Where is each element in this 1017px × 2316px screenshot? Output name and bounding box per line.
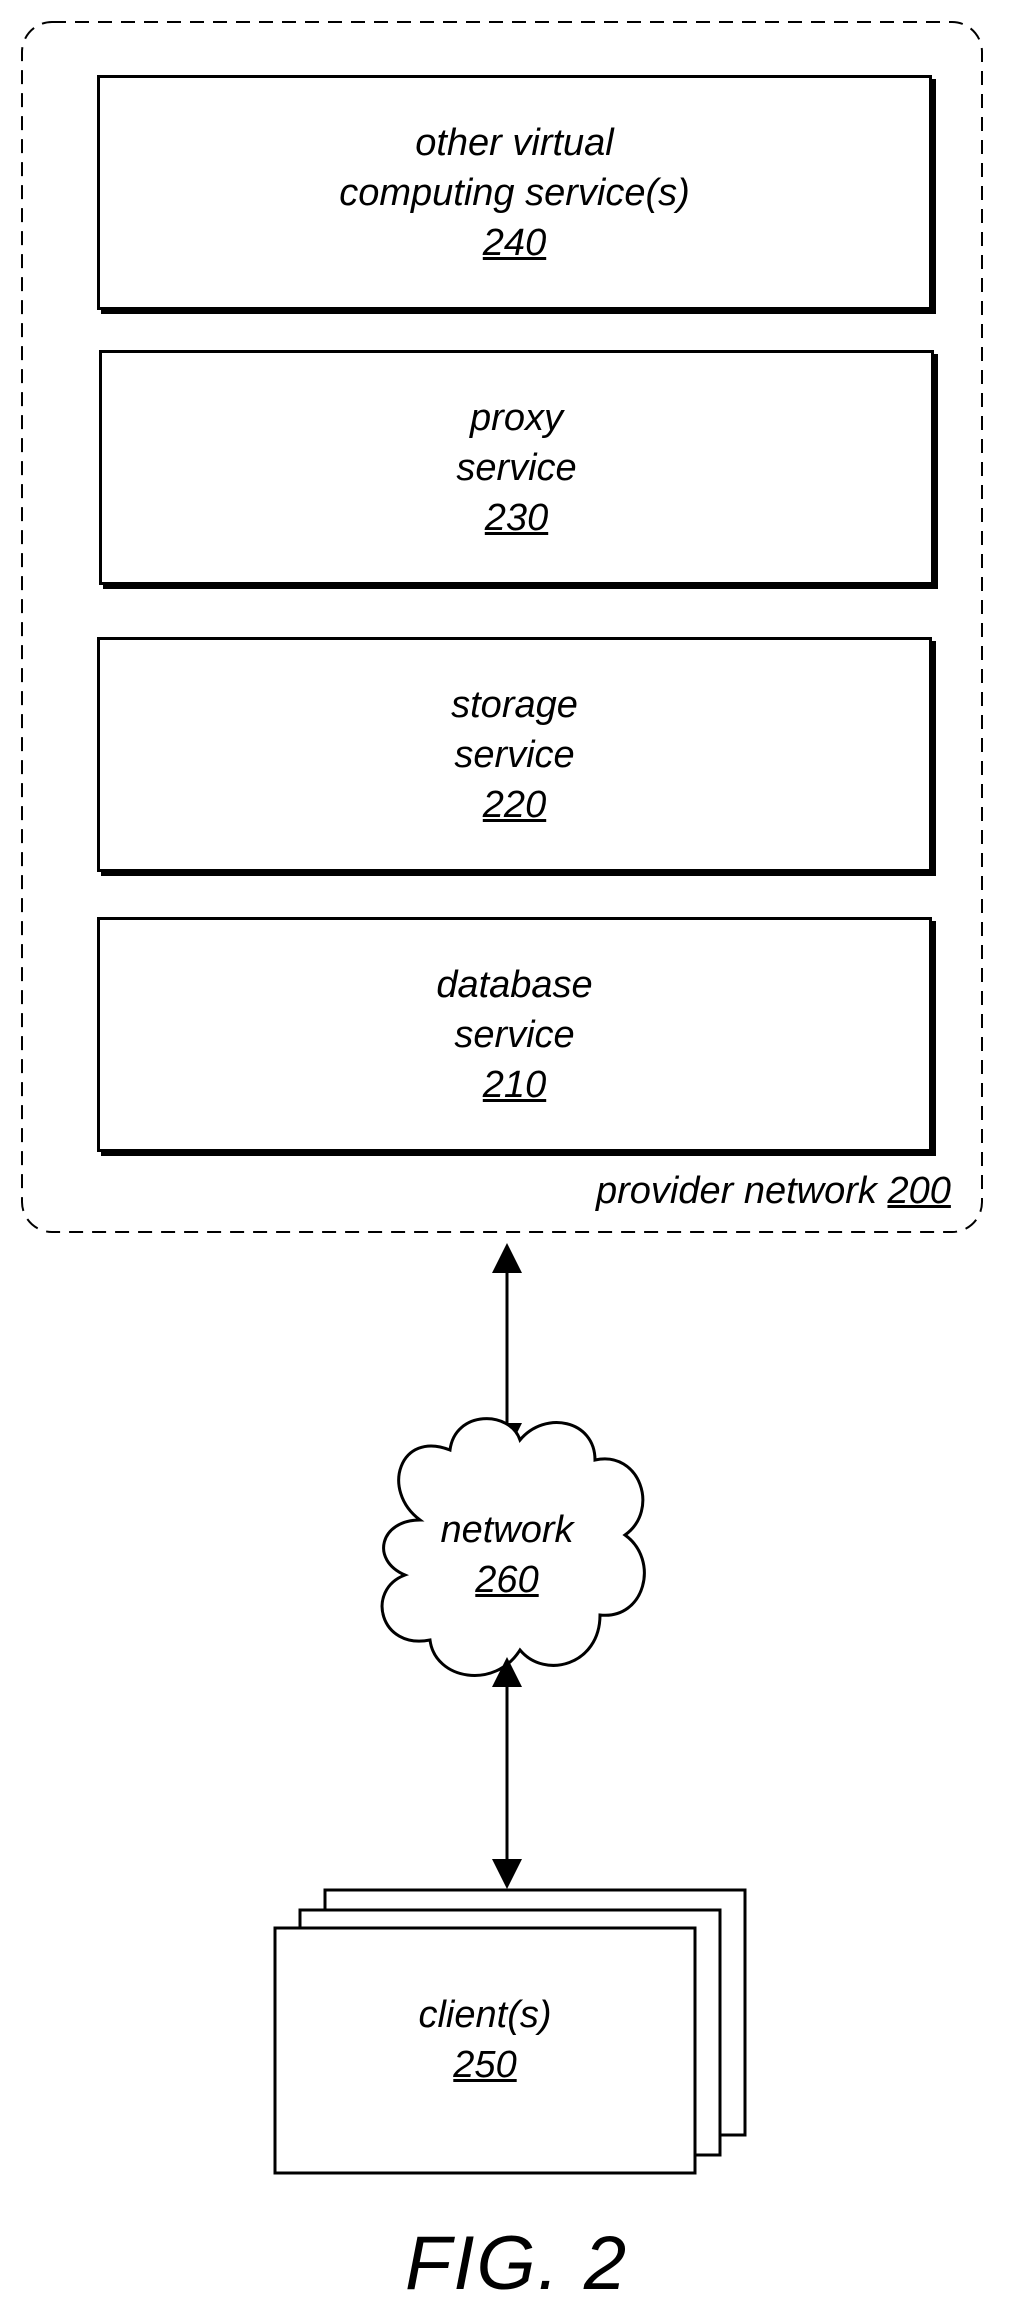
service-box-240: other virtual computing service(s) 240: [97, 75, 932, 310]
service-210-ref: 210: [483, 1060, 546, 1110]
service-box-210: database service 210: [97, 917, 932, 1152]
provider-network-label: provider network 200: [596, 1170, 951, 1213]
service-220-line-1: storage: [451, 680, 578, 730]
network-label: network 260: [407, 1505, 607, 1605]
service-220-line-2: service: [454, 730, 574, 780]
service-230-line-2: service: [456, 443, 576, 493]
service-240-ref: 240: [483, 218, 546, 268]
service-box-230: proxy service 230: [99, 350, 934, 585]
provider-network-ref: 200: [887, 1170, 950, 1212]
service-210-line-2: service: [454, 1010, 574, 1060]
client-text: client(s): [285, 1990, 685, 2040]
provider-network-text: provider network: [596, 1170, 877, 1212]
client-label: client(s) 250: [285, 1990, 685, 2090]
service-230-line-1: proxy: [470, 393, 563, 443]
client-ref: 250: [285, 2040, 685, 2090]
service-240-line-2: computing service(s): [339, 168, 690, 218]
service-box-220: storage service 220: [97, 637, 932, 872]
service-240-line-1: other virtual: [415, 118, 614, 168]
network-ref: 260: [407, 1555, 607, 1605]
service-210-line-1: database: [436, 960, 592, 1010]
service-220-ref: 220: [483, 780, 546, 830]
network-text: network: [407, 1505, 607, 1555]
figure-label: FIG. 2: [405, 2220, 628, 2307]
service-230-ref: 230: [485, 493, 548, 543]
